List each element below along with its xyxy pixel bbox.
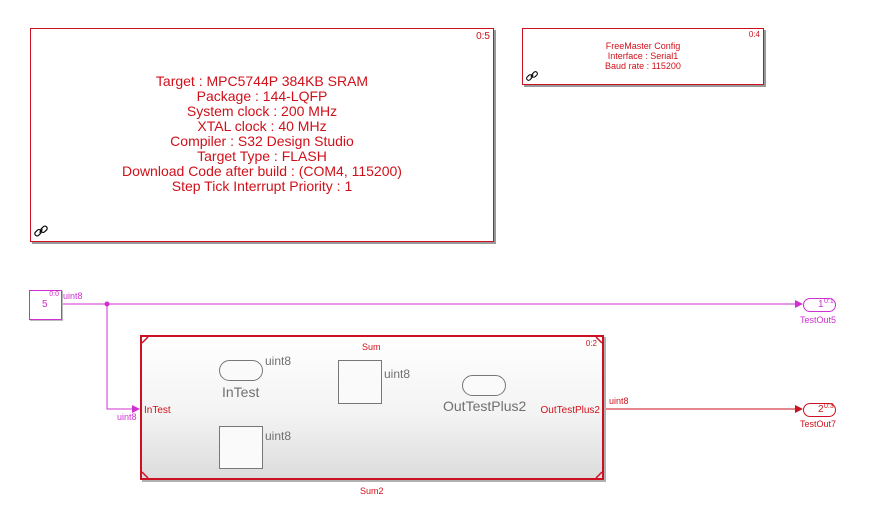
signal-type-label: uint8	[117, 412, 137, 422]
block-id: 0:4	[748, 30, 760, 39]
block-id: 0:2	[585, 339, 597, 348]
subsystem-inport-label: InTest	[144, 405, 171, 416]
config-line: Interface : Serial1	[607, 51, 679, 61]
constant-block[interactable]: 0:0 5	[29, 290, 62, 320]
outport-testout5[interactable]: 1 0:1	[803, 298, 836, 312]
config-line: Download Code after build : (COM4, 11520…	[122, 163, 402, 179]
subsystem-name: Sum2	[360, 486, 384, 496]
signal-type-label: uint8	[384, 367, 411, 381]
config-line: Baud rate : 115200	[605, 61, 681, 71]
signal-type-label: uint8	[63, 291, 83, 301]
sum-subsystem[interactable]: 0:2 Sum InTest OutTestPlus2	[140, 335, 604, 480]
link-icon[interactable]	[33, 223, 49, 239]
constant-value: 5	[42, 299, 48, 310]
block-id: 0:5	[476, 31, 490, 42]
branch-point	[104, 301, 110, 307]
subsystem-title: Sum	[362, 342, 381, 352]
block-id: 0:0	[49, 291, 59, 298]
inner-sum-block[interactable]	[338, 360, 382, 404]
inner-inport-name: InTest	[222, 384, 260, 400]
config-line: System clock : 200 MHz	[186, 103, 338, 119]
signal-type-label: uint8	[265, 429, 292, 443]
subsystem-outport-label: OutTestPlus2	[540, 405, 600, 416]
outport-name: TestOut7	[800, 419, 837, 429]
inner-inport-intest[interactable]	[219, 360, 263, 381]
config-line: Target : MPC5744P 384KB SRAM	[155, 73, 369, 89]
outport-name: TestOut5	[800, 315, 837, 325]
config-line: Target Type : FLASH	[197, 148, 327, 164]
corner-marks	[142, 337, 602, 478]
inner-outport-outtestplus2[interactable]	[462, 375, 506, 396]
inner-outport-name: OutTestPlus2	[443, 398, 527, 414]
target-config-block[interactable]: 0:5 Target : MPC5744P 384KB SRAM Package…	[30, 28, 494, 242]
outport-testout7[interactable]: 2 0:3	[803, 403, 836, 417]
outport-number: 1	[818, 299, 824, 310]
config-line: Step Tick Interrupt Priority : 1	[171, 178, 353, 194]
freemaster-config-block[interactable]: 0:4 FreeMaster Config Interface : Serial…	[522, 28, 764, 85]
outport-number: 2	[818, 404, 824, 415]
block-id: 0:1	[824, 298, 834, 305]
link-icon[interactable]	[525, 69, 539, 83]
config-line: Compiler : S32 Design Studio	[170, 133, 354, 149]
inner-constant-block[interactable]	[219, 426, 263, 469]
config-line: Package : 144-LQFP	[196, 88, 328, 104]
config-line: FreeMaster Config	[605, 41, 681, 51]
signal-type-label: uint8	[609, 396, 629, 406]
signal-type-label: uint8	[265, 354, 292, 368]
target-config-text: Target : MPC5744P 384KB SRAM Package : 1…	[31, 74, 493, 194]
signal-line-to-subsystem	[106, 304, 140, 413]
config-line: XTAL clock : 40 MHz	[197, 118, 327, 134]
freemaster-config-text: FreeMaster Config Interface : Serial1 Ba…	[523, 41, 763, 71]
block-id: 0:3	[824, 403, 834, 410]
